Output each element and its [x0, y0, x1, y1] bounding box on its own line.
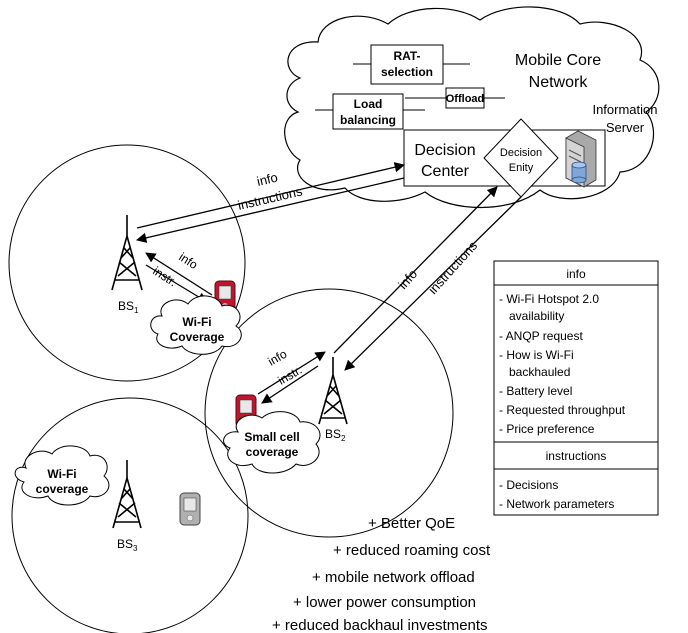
bs2-info-arrow	[257, 351, 326, 395]
diag-info-arrow	[333, 186, 498, 354]
bs1-instr-arrow	[145, 264, 208, 303]
bs1-info-label: info	[176, 250, 200, 272]
legend-info-item: - Price preference	[499, 422, 595, 436]
core-network-title-line1: Mobile Core	[515, 52, 601, 69]
bs3-cell-circle	[11, 397, 249, 633]
core-network-title-line2: Network	[529, 74, 589, 91]
legend-info-item: - Requested throughput	[499, 403, 626, 417]
wifi3-label-line2: coverage	[36, 482, 89, 496]
benefit-item: + lower power consumption	[293, 594, 476, 611]
bs2-instr-arrow	[261, 365, 319, 404]
wifi1-label-line1: Wi-Fi	[182, 315, 211, 329]
small-cell-label-line1: Small cell	[244, 430, 299, 444]
core-instructions-arrow	[135, 177, 405, 243]
wifi-coverage-cloud-1	[150, 295, 242, 355]
small-cell-label-line2: coverage	[246, 445, 299, 459]
legend-info-item: backhauled	[509, 365, 570, 379]
decision-entity-line2: Enity	[509, 162, 534, 174]
bs1-label: BS1	[118, 299, 139, 315]
wifi1-label-line2: Coverage	[170, 330, 225, 344]
bs2-info-label: info	[266, 347, 290, 369]
info-server-label-line1: Information	[592, 102, 657, 117]
load-label-line2: balancing	[340, 113, 396, 127]
bs3-label: BS3	[117, 537, 138, 553]
legend-info-item: - ANQP request	[499, 329, 583, 343]
legend-instructions-item: - Network parameters	[499, 497, 614, 511]
load-balancing-box	[332, 93, 404, 130]
legend-info-header: info	[566, 267, 586, 281]
rat-selection-box	[370, 44, 444, 85]
bs1-tower-icon	[111, 215, 143, 291]
bs2-label: BS2	[325, 427, 346, 443]
diag-instructions-arrow	[344, 196, 522, 371]
core-info-label: info	[255, 170, 279, 189]
decision-center-line1: Decision	[414, 142, 475, 159]
legend-info-item: - How is Wi-Fi	[499, 348, 574, 362]
rat-label-line2: selection	[381, 65, 433, 79]
wifi-coverage-cloud-3	[14, 445, 110, 506]
decision-entity-line1: Decision	[500, 147, 542, 159]
legend-info-item: - Wi-Fi Hotspot 2.0	[499, 292, 599, 306]
load-label-line1: Load	[354, 97, 383, 111]
bs3-tower-icon	[112, 460, 142, 529]
legend-instructions-item: - Decisions	[499, 478, 558, 492]
diag-info-label: info	[395, 266, 420, 292]
legend-instructions-header: instructions	[546, 449, 607, 463]
benefit-item: + reduced backhaul investments	[272, 617, 488, 633]
benefit-item: + reduced roaming cost	[333, 542, 491, 559]
rat-label-line1: RAT-	[393, 49, 420, 63]
bs2-cell-circle	[204, 288, 454, 538]
offload-box	[445, 87, 485, 109]
decision-center-line2: Center	[421, 163, 470, 180]
benefit-item: + mobile network offload	[312, 569, 475, 586]
bs1-instr-label: instr.	[150, 264, 179, 290]
bs1-info-arrow	[145, 252, 213, 296]
benefit-item: + Better QoE	[368, 515, 455, 532]
gray-phone-icon	[179, 492, 201, 526]
bs2-tower-icon	[318, 357, 348, 425]
offload-label: Offload	[446, 93, 485, 105]
bs1-cell-circle	[8, 144, 246, 382]
legend-info-item: availability	[509, 309, 564, 323]
core-info-arrow	[136, 162, 406, 229]
diag-instructions-label: instructions	[425, 238, 480, 297]
legend-box	[493, 260, 659, 516]
wifi3-label-line1: Wi-Fi	[47, 467, 76, 481]
small-cell-coverage-cloud	[223, 411, 321, 474]
database-icon	[571, 161, 587, 184]
legend-info-item: - Battery level	[499, 384, 572, 398]
info-server-label-line2: Server	[606, 120, 645, 135]
